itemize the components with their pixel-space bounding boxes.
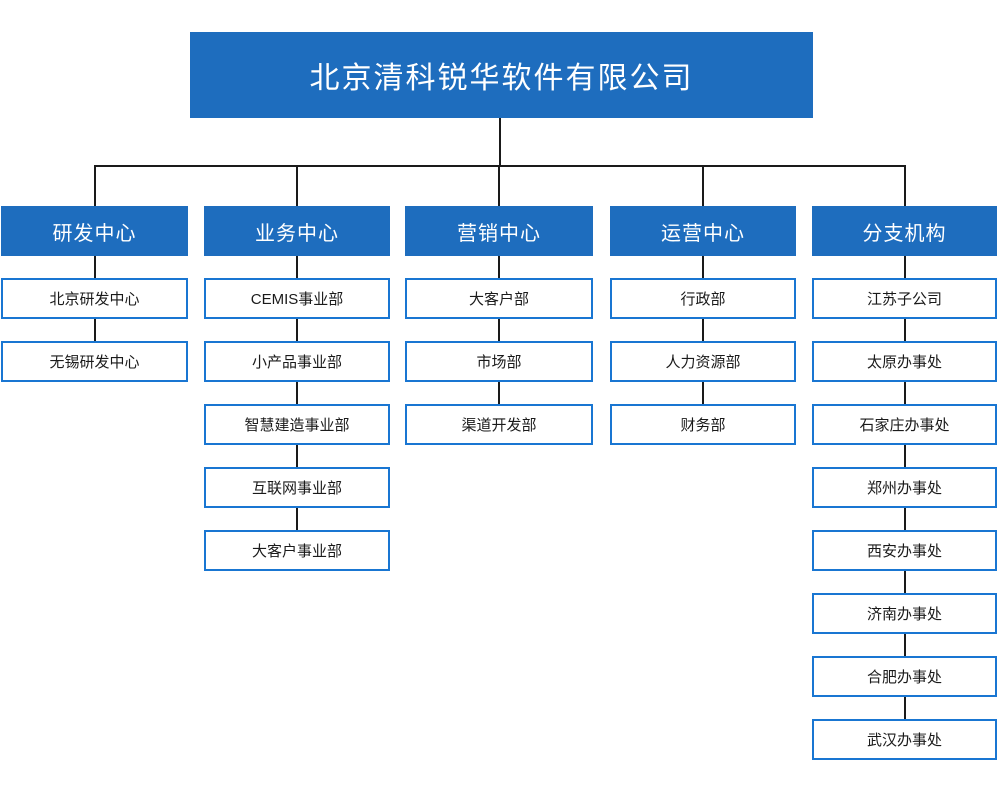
connector-trunk (499, 118, 501, 167)
connector-spine (498, 255, 500, 406)
connector-drop (94, 165, 96, 206)
org-node-root: 北京清科锐华软件有限公司 (190, 32, 813, 118)
org-node-unit: 大客户部 (405, 278, 593, 319)
org-node-department: 研发中心 (1, 206, 188, 256)
org-node-unit: 市场部 (405, 341, 593, 382)
org-node-unit: 行政部 (610, 278, 796, 319)
org-node-department: 营销中心 (405, 206, 593, 256)
org-node-unit: 北京研发中心 (1, 278, 188, 319)
connector-drop (702, 165, 704, 206)
org-node-unit: 无锡研发中心 (1, 341, 188, 382)
org-node-unit: 合肥办事处 (812, 656, 997, 697)
org-node-unit: CEMIS事业部 (204, 278, 390, 319)
org-node-unit: 太原办事处 (812, 341, 997, 382)
org-node-unit: 财务部 (610, 404, 796, 445)
connector-rail (94, 165, 906, 167)
org-node-department: 分支机构 (812, 206, 997, 256)
org-node-unit: 互联网事业部 (204, 467, 390, 508)
connector-spine (296, 255, 298, 532)
org-node-department: 运营中心 (610, 206, 796, 256)
org-node-unit: 武汉办事处 (812, 719, 997, 760)
org-node-unit: 渠道开发部 (405, 404, 593, 445)
connector-drop (498, 165, 500, 206)
connector-drop (904, 165, 906, 206)
connector-spine (702, 255, 704, 406)
org-node-unit: 石家庄办事处 (812, 404, 997, 445)
org-node-unit: 西安办事处 (812, 530, 997, 571)
org-node-unit: 人力资源部 (610, 341, 796, 382)
org-node-unit: 小产品事业部 (204, 341, 390, 382)
org-node-unit: 郑州办事处 (812, 467, 997, 508)
connector-drop (296, 165, 298, 206)
org-node-unit: 济南办事处 (812, 593, 997, 634)
org-node-unit: 大客户事业部 (204, 530, 390, 571)
org-node-unit: 智慧建造事业部 (204, 404, 390, 445)
org-node-unit: 江苏子公司 (812, 278, 997, 319)
org-node-department: 业务中心 (204, 206, 390, 256)
